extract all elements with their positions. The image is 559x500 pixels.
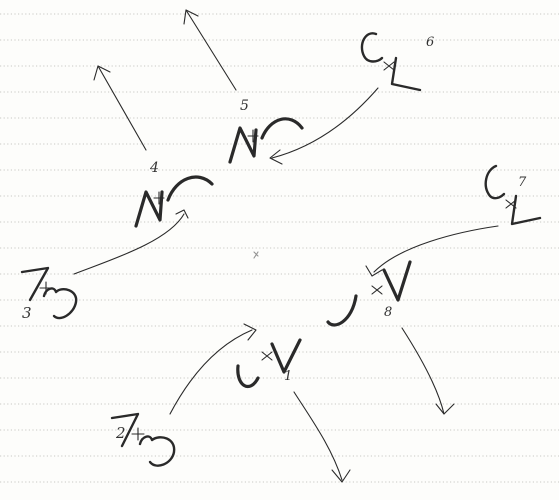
label-2: 2 (115, 424, 126, 442)
arrow-4-up (93, 65, 147, 151)
arrow-6-to-5 (269, 87, 379, 165)
arrow-7-to-8 (365, 225, 499, 277)
label-7: 7 (518, 175, 527, 190)
glyph-4 (134, 175, 214, 228)
glyph-6 (360, 32, 422, 92)
arrow-5-up (183, 9, 237, 91)
arrow-8-down (401, 327, 455, 415)
glyph-1 (236, 338, 302, 389)
label-8: 8 (384, 305, 392, 320)
glyph-8 (326, 260, 412, 327)
label-4: 4 (149, 160, 159, 176)
stray-mark (253, 251, 259, 259)
label-1: 1 (284, 369, 292, 384)
glyph-7 (484, 164, 542, 226)
glyph-5 (228, 117, 304, 164)
arrow-2-to-1 (169, 323, 257, 415)
glyph-3 (20, 266, 78, 320)
arrow-1-down (293, 391, 351, 483)
label-3: 3 (22, 304, 32, 322)
label-5: 5 (240, 98, 249, 114)
ruled-lines (0, 13, 559, 483)
label-6: 6 (426, 35, 434, 50)
arrow-3-to-4 (73, 209, 189, 275)
glyph-2 (110, 412, 176, 467)
